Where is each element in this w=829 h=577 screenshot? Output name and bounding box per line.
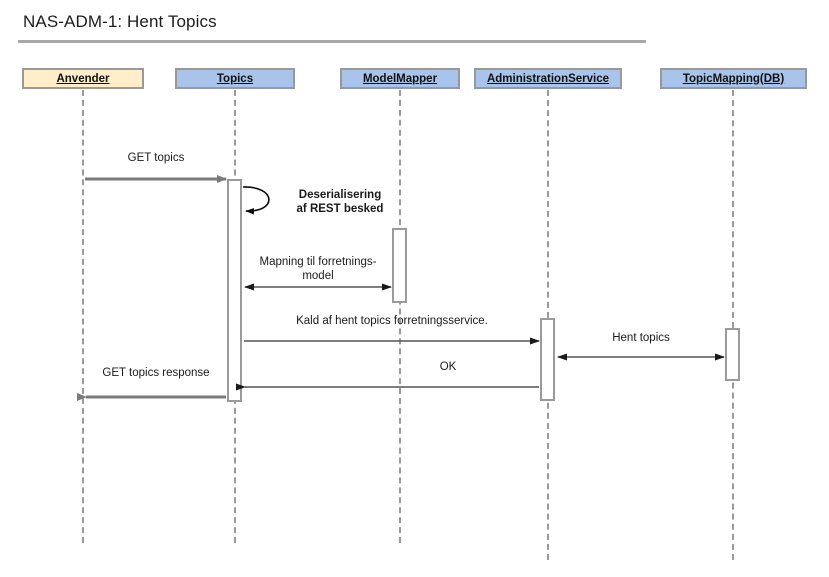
lifeline-label-topics: Topics [216,72,254,85]
message-label-get-topics-response: GET topics response [102,367,210,379]
activation-bar-topics [227,179,242,402]
lifeline-label-anvender: Anvender [56,72,110,85]
lifeline-header-topics[interactable]: Topics [175,68,295,89]
activation-bar-modelmapper [392,228,407,303]
message-label-get-topics: GET topics [127,152,185,164]
activation-bar-adminservice [540,318,555,401]
lifeline-label-modelmapper: ModelMapper [362,72,438,85]
message-arrow-deserialisering-self [242,186,270,215]
lifeline-header-adminservice[interactable]: AdministrationService [474,68,622,89]
page-title: NAS-ADM-1: Hent Topics [23,12,217,31]
message-label-mapning-forretningsmodel: Mapning til forretnings- model [259,256,377,282]
lifeline-label-adminservice: AdministrationService [486,72,610,85]
lifeline-label-topicmapping: TopicMapping(DB) [682,72,785,85]
message-label-ok: OK [439,361,457,373]
lifeline-anvender [82,90,84,543]
lifeline-header-topicmapping[interactable]: TopicMapping(DB) [660,68,807,89]
lifeline-header-modelmapper[interactable]: ModelMapper [340,68,460,89]
message-label-kald-forretningsservice: Kald af hent topics forretningsservice. [296,315,488,327]
lifeline-header-anvender[interactable]: Anvender [22,68,144,89]
lifeline-topicmapping [732,90,734,560]
message-label-deserialisering: Deserialisering af REST besked [296,189,384,215]
message-label-hent-topics: Hent topics [612,332,670,344]
lifeline-modelmapper [399,90,401,543]
activation-bar-topicmapping [725,328,740,381]
title-divider [18,40,646,43]
